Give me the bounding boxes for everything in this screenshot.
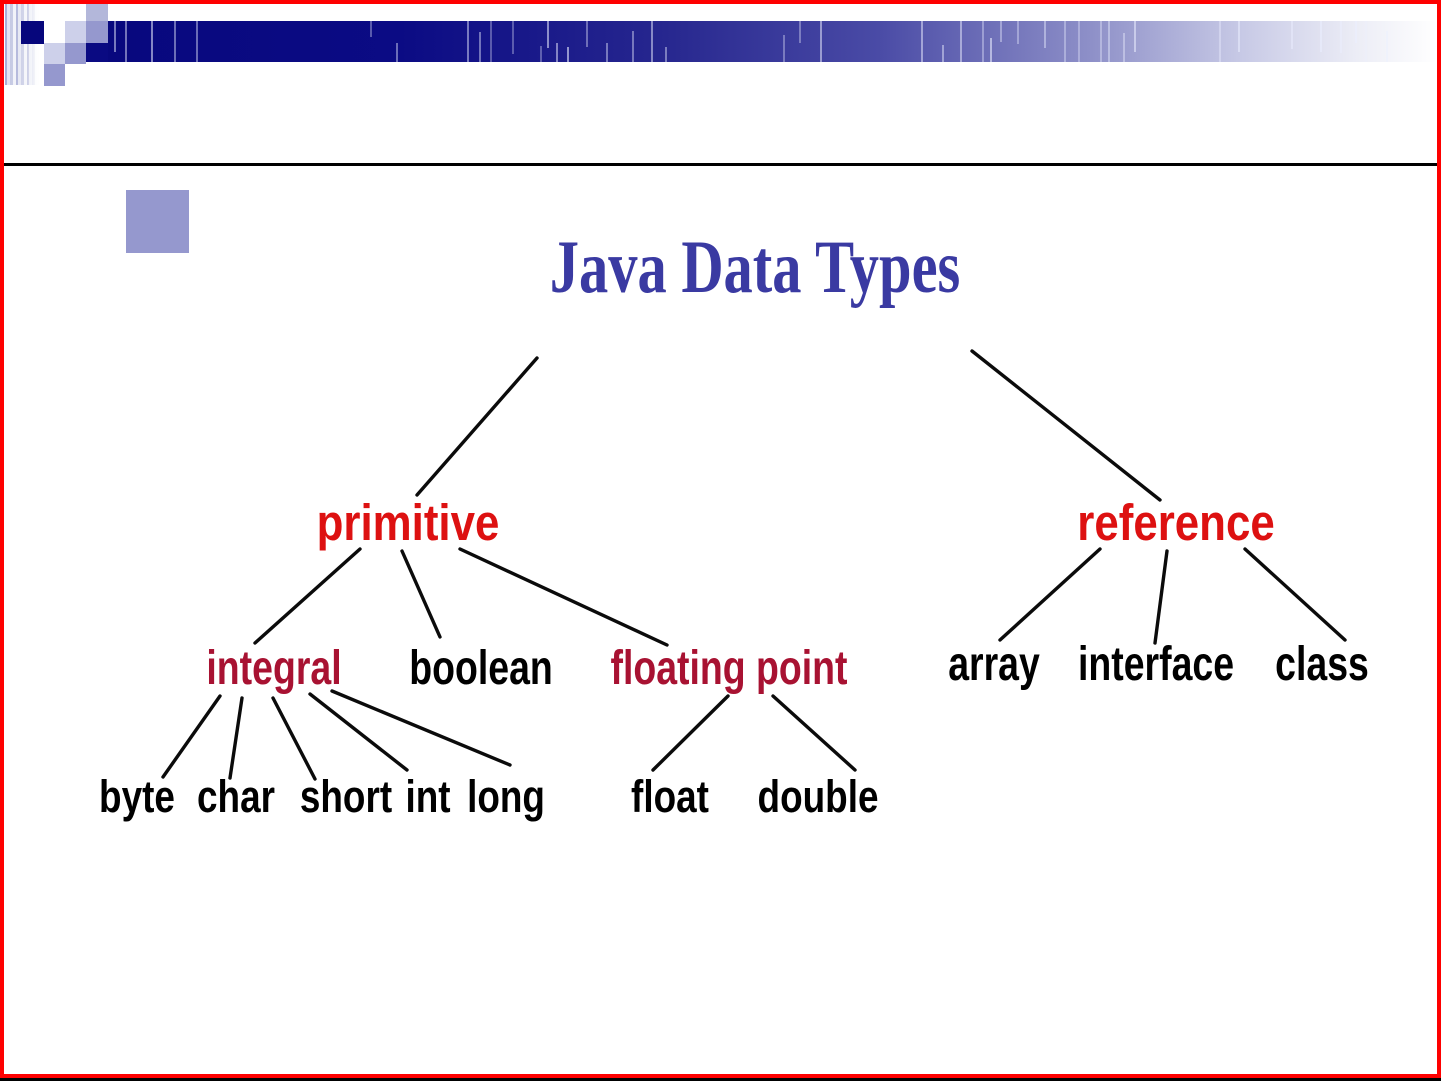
tree-node-reference: reference — [1077, 494, 1275, 551]
tree-node-class: class — [1275, 638, 1369, 691]
decor-square-light-2 — [44, 43, 65, 64]
bar-tick — [1017, 21, 1019, 44]
bar-tick — [1100, 21, 1102, 62]
bar-tick — [490, 21, 492, 62]
bar-tick — [990, 38, 992, 62]
bar-tick — [1340, 21, 1342, 53]
bar-tick — [799, 21, 801, 43]
stripe-band-decor — [5, 4, 40, 85]
tree-node-long: long — [467, 771, 545, 822]
bar-tick — [540, 46, 542, 62]
bar-tick — [467, 21, 469, 62]
bar-tick — [479, 32, 481, 62]
decor-square-med-2 — [65, 43, 86, 64]
bar-tick — [151, 21, 153, 62]
decor-square-med-1 — [86, 21, 108, 43]
tree-edge-root-reference — [970, 349, 1162, 502]
bar-tick — [1291, 21, 1293, 49]
bar-tick — [1386, 31, 1388, 62]
tree-edge-primitive-floating-point — [458, 547, 669, 647]
frame-right — [1437, 0, 1441, 1081]
bar-tick — [665, 47, 667, 62]
header-gradient-bar — [108, 21, 1437, 62]
header-bar-notch — [86, 43, 108, 62]
tree-node-byte: byte — [99, 771, 175, 822]
bar-tick — [960, 21, 962, 62]
tree-edge-integral-short — [271, 696, 317, 781]
tree-edge-reference-class — [1243, 547, 1347, 642]
bar-tick — [196, 21, 198, 62]
tree-edge-root-primitive — [415, 356, 539, 497]
bar-tick — [783, 35, 785, 62]
bar-tick — [1108, 21, 1110, 62]
tree-node-integral: integral — [206, 642, 342, 695]
bar-tick — [370, 21, 372, 37]
tree-edge-reference-interface — [1153, 549, 1169, 645]
decor-square-lone — [126, 190, 189, 253]
bar-tick — [1123, 33, 1125, 62]
tree-node-floating-point: floating point — [610, 642, 848, 695]
tree-edge-primitive-boolean — [400, 549, 442, 639]
decor-square-navy — [21, 21, 44, 44]
bar-tick — [632, 31, 634, 62]
bar-tick — [586, 21, 588, 47]
decor-square-pale — [86, 3, 108, 21]
bar-tick — [174, 21, 176, 62]
bar-tick — [512, 21, 514, 54]
tree-node-int: int — [405, 771, 451, 822]
header-separator-line — [4, 163, 1437, 166]
tree-node-short: short — [299, 771, 393, 822]
tree-edge-floating-point-float — [651, 694, 730, 772]
bar-tick — [1238, 21, 1240, 52]
frame-top — [0, 0, 1441, 4]
bar-tick — [1078, 21, 1080, 62]
tree-node-primitive: primitive — [316, 494, 500, 551]
bar-tick — [1000, 21, 1002, 42]
bar-tick — [942, 45, 944, 62]
bar-tick — [1355, 21, 1357, 43]
frame-bottom — [0, 1074, 1441, 1078]
tree-node-interface: interface — [1077, 638, 1235, 691]
tree-node-char: char — [197, 771, 275, 822]
bar-tick — [1064, 21, 1066, 62]
tree-node-double: double — [757, 771, 879, 822]
tree-edge-integral-int — [308, 692, 409, 772]
bar-tick — [567, 47, 569, 62]
tree-edge-integral-byte — [161, 694, 222, 779]
bar-tick — [547, 21, 549, 48]
bar-tick — [1134, 21, 1136, 52]
bar-tick — [1320, 21, 1322, 52]
frame-left — [0, 0, 4, 1081]
bar-tick — [114, 21, 116, 52]
bar-tick — [125, 21, 127, 62]
decor-square-light-1 — [65, 21, 86, 43]
tree-node-boolean: boolean — [409, 642, 553, 695]
tree-edge-integral-long — [330, 689, 512, 767]
bar-tick — [1365, 21, 1367, 62]
bar-tick — [1044, 21, 1046, 48]
bar-tick — [921, 21, 923, 62]
tree-node-array: array — [948, 638, 1040, 691]
tree-edge-integral-char — [228, 696, 244, 780]
bar-tick — [1219, 21, 1221, 62]
tree-edge-floating-point-double — [771, 694, 857, 772]
slide-title: Java Data Types — [549, 226, 961, 309]
tree-edge-primitive-integral — [253, 547, 362, 645]
bar-tick — [396, 43, 398, 62]
tree-node-float: float — [631, 771, 709, 822]
decor-square-med-3 — [44, 64, 65, 86]
bar-tick — [651, 21, 653, 62]
bar-tick — [606, 43, 608, 62]
bar-tick — [556, 43, 558, 62]
tree-edge-reference-array — [998, 547, 1102, 642]
bar-tick — [820, 21, 822, 62]
frame-black-bottom — [0, 1078, 1441, 1081]
bar-tick — [982, 21, 984, 62]
